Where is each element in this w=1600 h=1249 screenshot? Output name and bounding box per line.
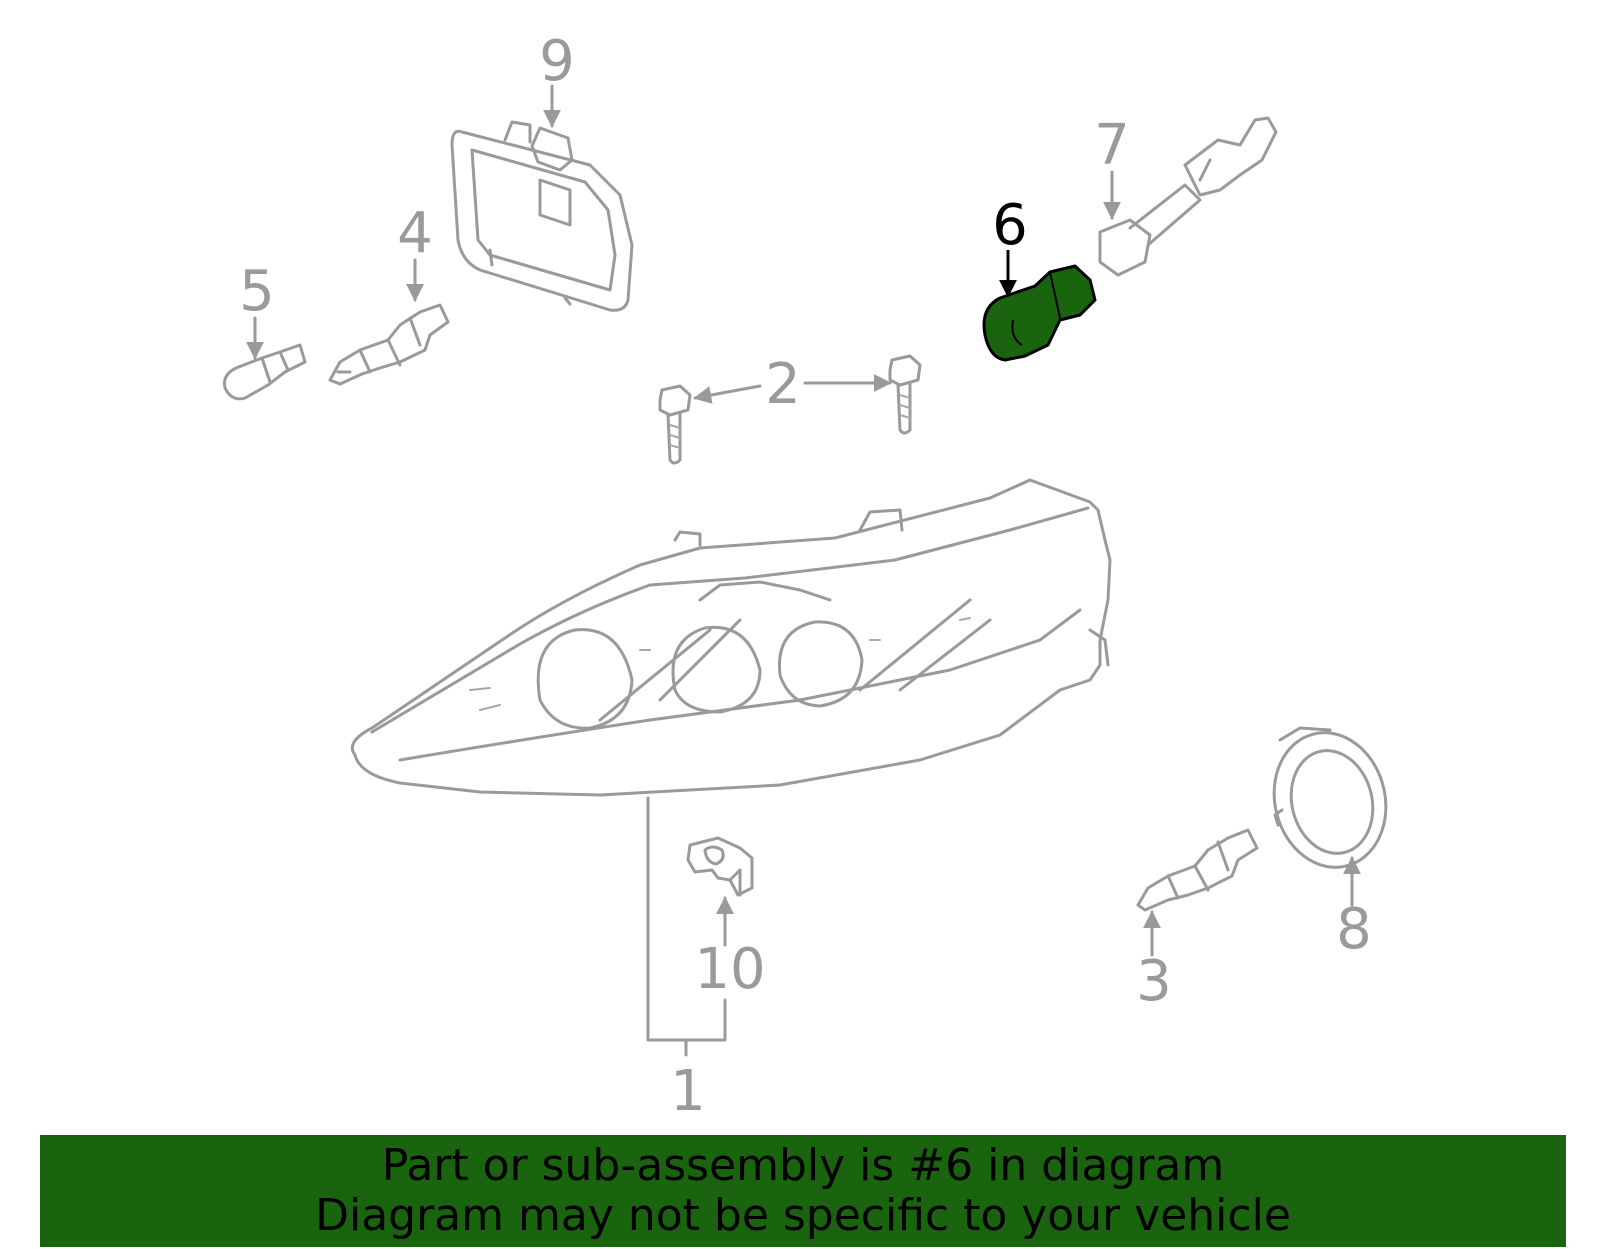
- part-9-bracket: [450, 120, 634, 312]
- part-1-headlamp: [350, 478, 1112, 797]
- callout-2: 2: [765, 352, 801, 417]
- part-7-socket: [1098, 116, 1278, 277]
- callout-1: 1: [670, 1059, 706, 1124]
- banner-line-1: Part or sub-assembly is #6 in diagram: [381, 1140, 1225, 1191]
- part-6-bulb-highlighted: [982, 264, 1097, 362]
- callout-4: 4: [397, 201, 433, 266]
- callout-7: 7: [1094, 113, 1130, 178]
- part-8-ring: [1272, 726, 1388, 869]
- leader-lines: [246, 84, 1361, 1057]
- part-2-bolt-right: [888, 354, 922, 435]
- part-3-bulb: [1136, 828, 1259, 912]
- part-5-bulb: [223, 343, 307, 401]
- info-banner: Part or sub-assembly is #6 in diagram Di…: [40, 1135, 1566, 1247]
- callout-6: 6: [992, 193, 1028, 258]
- callout-9: 9: [539, 29, 575, 94]
- callout-10: 10: [694, 937, 765, 1002]
- callout-labels: 9 4 5 2 7 6 8 3 10 1: [239, 29, 1372, 1124]
- banner-line-2: Diagram may not be specific to your vehi…: [315, 1190, 1291, 1241]
- callout-8: 8: [1336, 897, 1372, 962]
- part-2-bolt-left: [658, 384, 692, 465]
- part-10-clip: [686, 836, 754, 897]
- callout-3: 3: [1136, 949, 1172, 1014]
- part-4-bulb: [328, 303, 450, 386]
- callout-5: 5: [239, 259, 275, 324]
